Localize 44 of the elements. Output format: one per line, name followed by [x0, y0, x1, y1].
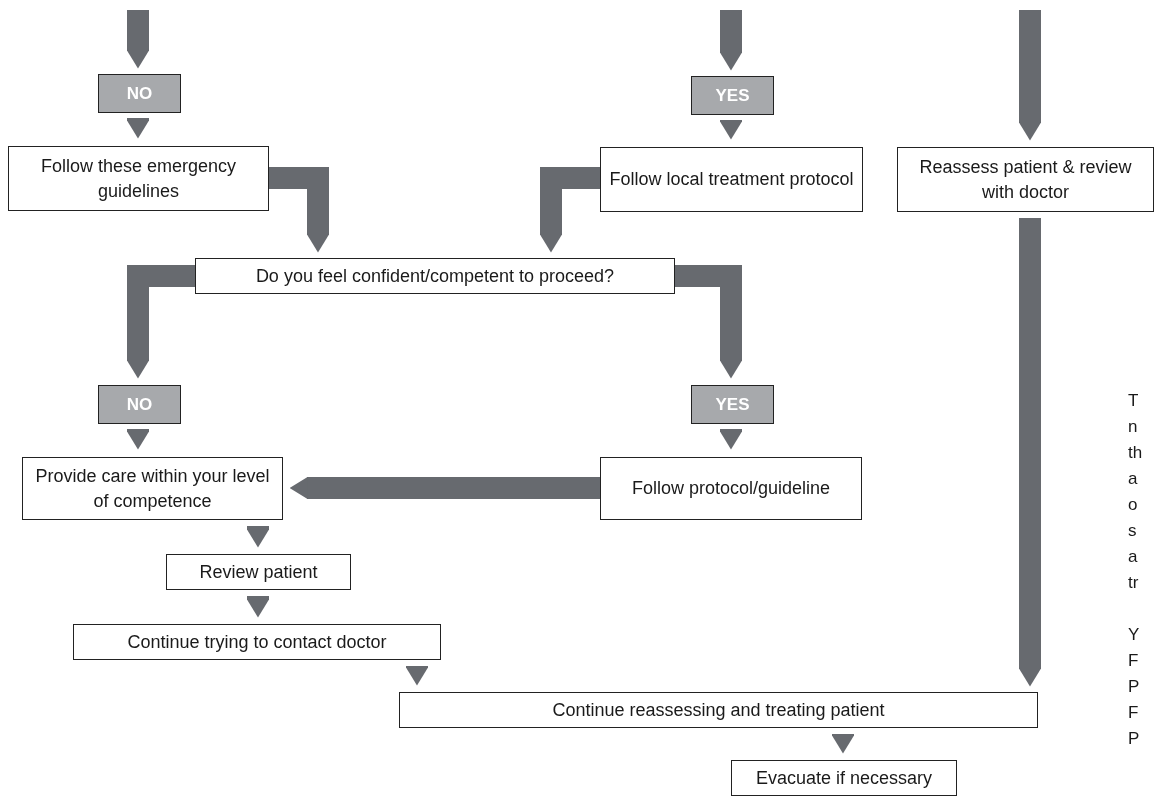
arrow	[127, 265, 195, 379]
process-box: Follow local treatment protocol	[600, 147, 863, 212]
text-fragment: F	[1128, 650, 1140, 672]
text-fragment: a	[1128, 546, 1139, 568]
answer-tag: YES	[691, 76, 774, 115]
arrow	[289, 477, 600, 499]
process-box: Follow protocol/guideline	[600, 457, 862, 520]
answer-tag: YES	[691, 385, 774, 424]
arrow	[127, 429, 149, 450]
arrow	[675, 265, 742, 379]
arrow	[720, 120, 742, 140]
text-fragment: o	[1128, 494, 1139, 516]
process-box: Follow these emergency guidelines	[8, 146, 269, 211]
arrow	[1019, 10, 1041, 141]
arrow	[540, 167, 600, 253]
answer-tag: NO	[98, 385, 181, 424]
arrow	[269, 167, 329, 253]
text-fragment: th	[1128, 442, 1143, 464]
text-fragment: P	[1128, 676, 1141, 698]
arrow	[832, 734, 854, 754]
process-box: Continue reassessing and treating patient	[399, 692, 1038, 728]
arrow	[406, 666, 428, 686]
arrow	[127, 10, 149, 69]
arrow	[720, 429, 742, 450]
arrow	[720, 10, 742, 71]
arrow	[247, 526, 269, 548]
process-box: Continue trying to contact doctor	[73, 624, 441, 660]
text-fragment: T	[1128, 390, 1140, 412]
answer-tag: NO	[98, 74, 181, 113]
process-box: Provide care within your level of competence	[22, 457, 283, 520]
text-fragment: n	[1128, 416, 1139, 438]
arrow	[247, 596, 269, 618]
process-box: Review patient	[166, 554, 351, 590]
text-fragment: F	[1128, 702, 1140, 724]
text-fragment: Y	[1128, 624, 1141, 646]
text-fragment: tr	[1128, 572, 1140, 594]
text-fragment: P	[1128, 728, 1141, 750]
arrow	[127, 118, 149, 139]
text-fragment: a	[1128, 468, 1139, 490]
arrow	[1019, 218, 1041, 687]
text-fragment: s	[1128, 520, 1138, 542]
process-box: Reassess patient & review with doctor	[897, 147, 1154, 212]
process-box: Do you feel confident/competent to proceed?	[195, 258, 675, 294]
process-box: Evacuate if necessary	[731, 760, 957, 796]
